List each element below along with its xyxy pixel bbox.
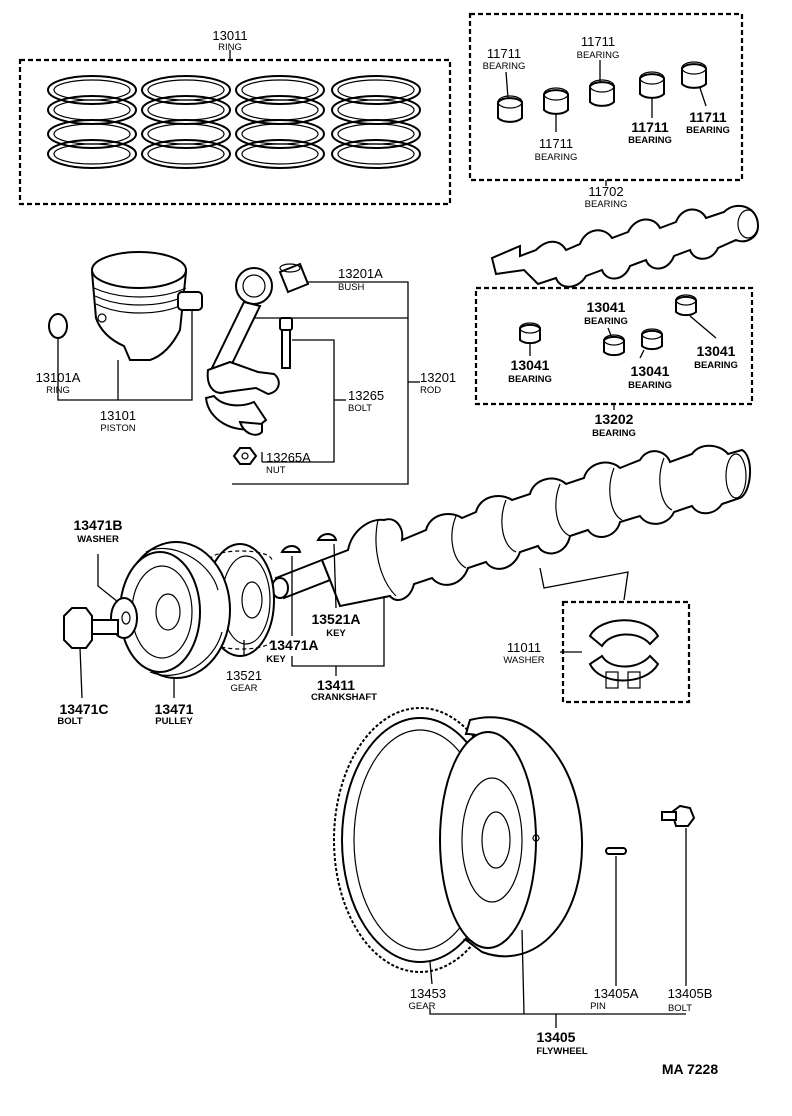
label-13101-number: 13101: [100, 408, 136, 423]
label-13101-name: PISTON: [100, 423, 135, 434]
rod-bush-icon: [278, 262, 310, 294]
label-13405-name: FLYWHEEL: [536, 1046, 588, 1057]
crank-pulley-icon: [119, 541, 231, 679]
label-11011-name: WASHER: [503, 655, 544, 666]
connecting-rod-icon: [204, 267, 280, 436]
label-11711c-number: 11711: [581, 34, 615, 49]
label-13202-name: BEARING: [592, 428, 636, 439]
label-13405A-number: 13405A: [594, 986, 639, 1001]
leader-lines: [57, 50, 717, 1028]
label-13405B-number: 13405B: [668, 986, 713, 1001]
label-13453-name: GEAR: [409, 1001, 436, 1012]
label-13265A-name: NUT: [266, 465, 286, 476]
label-11011-number: 11011: [507, 640, 541, 655]
piston-icon: [90, 251, 203, 361]
label-13405-number: 13405: [537, 1029, 576, 1045]
label-13471B-name: WASHER: [77, 534, 119, 545]
label-13265-number: 13265: [348, 388, 384, 403]
flywheel-icon: [439, 716, 584, 958]
label-13471-name: PULLEY: [155, 716, 193, 727]
diagram-reference-code: MA 7228: [662, 1061, 719, 1077]
rod-bearing-shells-icon: [519, 294, 697, 357]
label-13521A-name: KEY: [326, 628, 346, 639]
crankshaft-small-icon: [490, 204, 760, 288]
main-bearing-shells-icon: [497, 61, 707, 123]
label-13041c-name: BEARING: [628, 380, 672, 391]
flywheel-pin-icon: [605, 847, 627, 855]
label-13471A-name: KEY: [266, 654, 286, 665]
label-13041d-name: BEARING: [694, 360, 738, 371]
main-bearing-set-box: [468, 12, 744, 182]
label-13521-name: GEAR: [231, 683, 258, 694]
label-11711a-name: BEARING: [483, 61, 526, 72]
label-13041c-number: 13041: [631, 363, 670, 379]
label-13201-name: ROD: [420, 385, 441, 396]
label-13471-number: 13471: [155, 701, 194, 717]
piston-pin-ring-icon: [48, 313, 68, 339]
rod-nut-icon: [232, 447, 258, 465]
label-13405A-name: PIN: [590, 1001, 606, 1012]
label-13411-number: 13411: [317, 677, 355, 693]
part-labels: 13011 RING 11711 BEARING 11711 BEARING 1…: [36, 28, 738, 1077]
label-11711a-number: 11711: [487, 46, 521, 61]
crankshaft-large-icon: [271, 444, 751, 608]
label-11711e-number: 11711: [689, 109, 727, 125]
thrust-washer-icon: [588, 619, 660, 689]
pulley-bolt-icon: [63, 607, 119, 649]
label-13471B-number: 13471B: [73, 517, 122, 533]
label-13471C-name: BOLT: [57, 716, 82, 727]
label-11711c-name: BEARING: [577, 50, 620, 61]
label-13101A-name: RING: [46, 385, 70, 396]
flywheel-bolt-icon: [661, 804, 696, 827]
label-13471C-number: 13471C: [59, 701, 108, 717]
piston-ring-set-box: [18, 58, 452, 206]
label-13265A-number: 13265A: [266, 450, 311, 465]
key-icon: [316, 533, 338, 541]
label-11702-name: BEARING: [585, 199, 628, 210]
label-13202-number: 13202: [595, 411, 634, 427]
label-13521-number: 13521: [226, 668, 262, 683]
label-13041a-name: BEARING: [508, 374, 552, 385]
label-11711e-name: BEARING: [686, 125, 730, 136]
label-13041a-number: 13041: [511, 357, 550, 373]
label-13041b-name: BEARING: [584, 316, 628, 327]
label-13411-name: CRANKSHAFT: [311, 692, 377, 703]
label-13011-name: RING: [218, 42, 242, 53]
label-11702-number: 11702: [588, 184, 623, 199]
label-13453-number: 13453: [410, 986, 446, 1001]
label-13201A-name: BUSH: [338, 282, 365, 293]
label-13265-name: BOLT: [348, 403, 372, 414]
label-13471A-number: 13471A: [269, 637, 318, 653]
piston-ring-group-icon: [47, 75, 421, 169]
label-11711b-number: 11711: [539, 136, 573, 151]
label-13101A-number: 13101A: [36, 370, 81, 385]
rod-bolt-icon: [279, 317, 293, 369]
label-13521A-number: 13521A: [311, 611, 360, 627]
label-13041d-number: 13041: [697, 343, 736, 359]
label-13011-number: 13011: [212, 28, 247, 43]
woodruff-key-icon: [280, 545, 302, 553]
label-13201A-number: 13201A: [338, 266, 383, 281]
label-13405B-name: BOLT: [668, 1003, 692, 1014]
label-11711b-name: BEARING: [535, 152, 578, 163]
label-13201-number: 13201: [420, 370, 456, 385]
label-11711d-name: BEARING: [628, 135, 672, 146]
label-11711d-number: 11711: [631, 119, 669, 135]
label-13041b-number: 13041: [587, 299, 626, 315]
